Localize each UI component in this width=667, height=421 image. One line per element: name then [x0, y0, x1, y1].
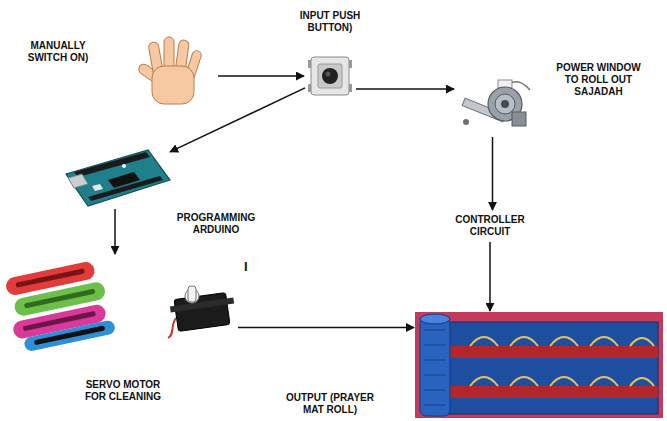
node-label: MANUALLY SWITCH ON)	[12, 40, 104, 64]
arrow-connector	[356, 88, 454, 90]
controller-text: CONTROLLER CIRCUIT	[442, 211, 538, 241]
node-label: INPUT PUSH BUTTON)	[283, 10, 377, 34]
connector-group	[115, 76, 493, 328]
servo-cleaning: SERVO MOTOR FOR CLEANING	[5, 255, 237, 343]
cleaning-brush-picture	[2, 259, 116, 354]
arrow-connector	[170, 88, 305, 152]
push-button: INPUT PUSH BUTTON)	[305, 52, 355, 100]
prayer-mat-picture	[415, 312, 663, 418]
arrow-connector	[489, 242, 491, 311]
prayer-mat-output: OUTPUT (PRAYER MAT ROLL)	[415, 312, 663, 418]
arrow-connector	[218, 75, 304, 77]
node-label: SERVO MOTOR FOR CLEANING	[75, 379, 171, 403]
node-label: POWER WINDOW TO ROLL OUT SAJADAH	[551, 62, 646, 98]
servo-motor-picture	[168, 286, 234, 338]
arrow-connector	[238, 327, 414, 329]
node-label: PROGRAMMING ARDUINO	[160, 212, 272, 236]
node-label: OUTPUT (PRAYER MAT ROLL)	[280, 392, 380, 416]
power-window-motor: POWER WINDOW TO ROLL OUT SAJADAH	[455, 78, 530, 136]
node-label: CONTROLLER CIRCUIT	[445, 214, 535, 238]
push-button-picture	[308, 57, 352, 95]
power-window-motor-picture	[462, 80, 530, 126]
hand-picture	[137, 37, 203, 104]
hand-input: MANUALLY SWITCH ON)	[125, 36, 217, 108]
stray-mark: I	[244, 260, 248, 274]
arduino-board-picture	[66, 150, 170, 206]
arrow-connector	[492, 137, 494, 210]
arduino-board: PROGRAMMING ARDUINO	[60, 148, 170, 208]
arrow-connector	[114, 209, 116, 254]
